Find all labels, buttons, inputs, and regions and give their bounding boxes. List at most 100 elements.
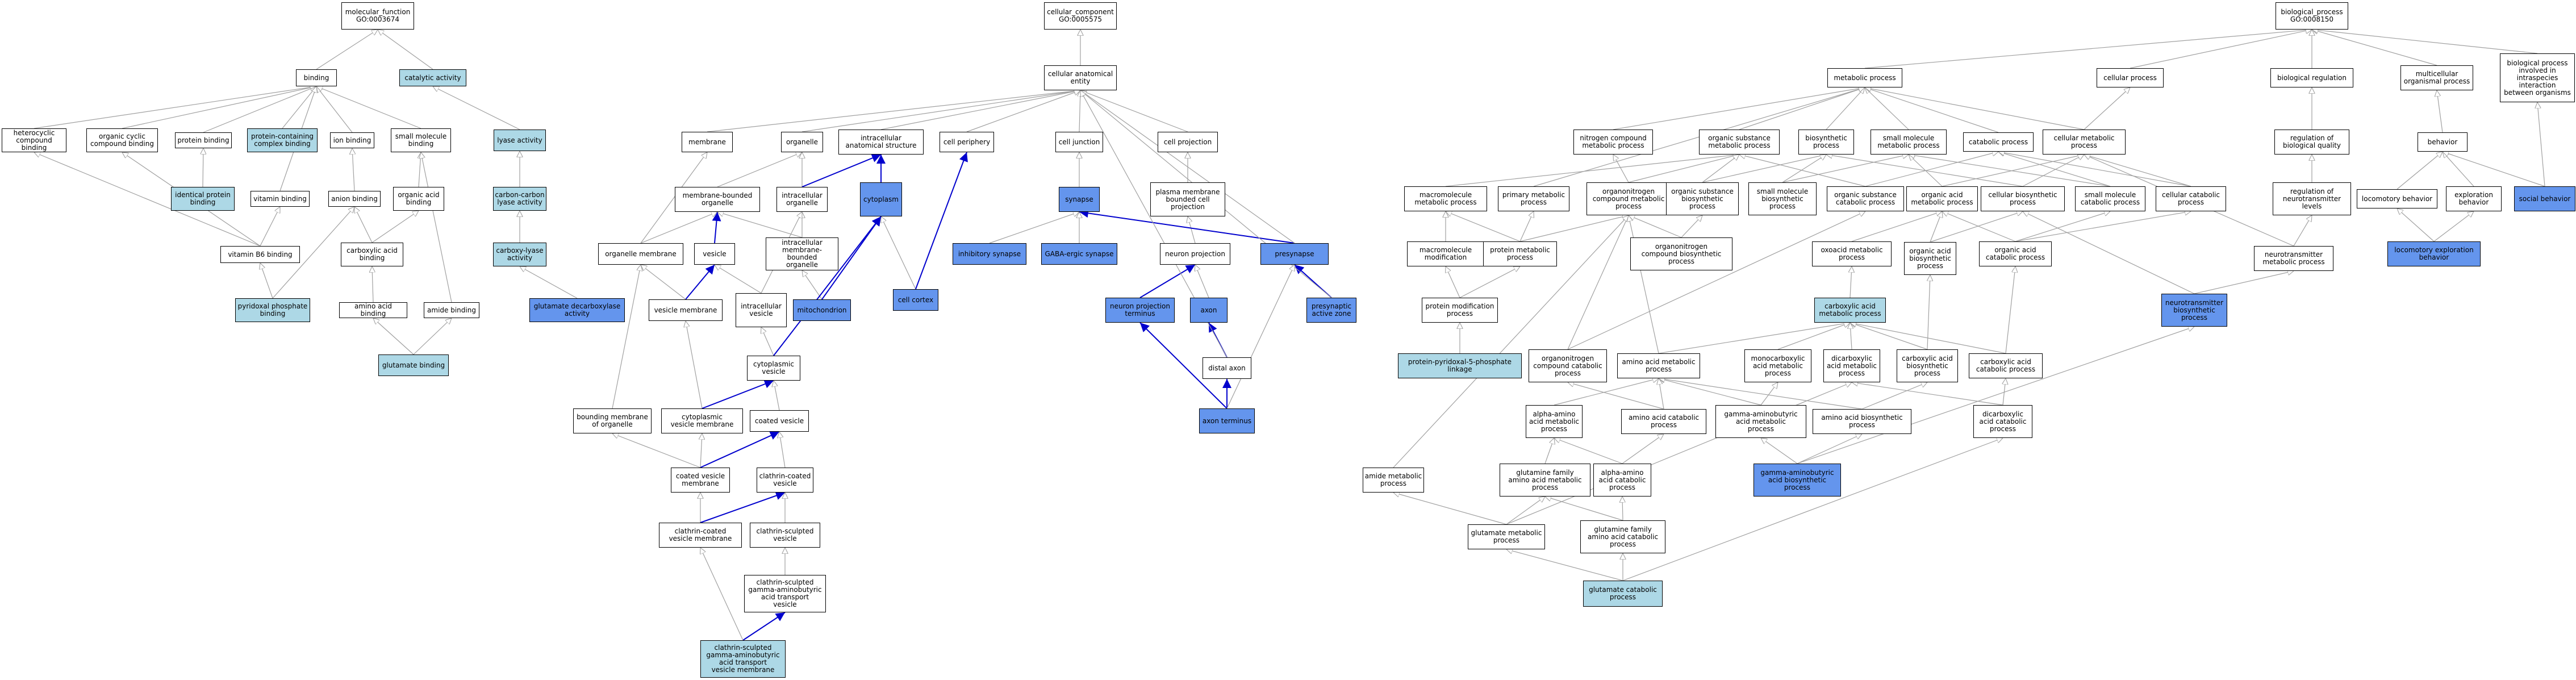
edge-carbacidbio-to-orgacidbio [1927,275,1930,350]
edge-lyase-to-catalytic [433,86,520,130]
edge-aabind-to-carbacidbind [372,266,373,303]
node-presynapse: presynapse [1260,243,1329,265]
edge-smallmolbind-to-binding [316,86,421,129]
edge-axonterm-to-presynapse [1226,265,1295,409]
node-paz: presynaptic active zone [1306,298,1356,323]
node-imbo: intracellular membrane-bounded organelle [766,237,838,270]
node-ppl: protein-pyridoxal-5-phosphate linkage [1398,353,1522,378]
node-primmet: primary metabolic process [1498,186,1569,211]
node-gabasyn: GABA-ergic synapse [1041,243,1117,265]
edge-pyridoxal-to-vitb6 [260,263,273,299]
edge-mbo-to-organelle [717,152,802,187]
edge-protmet-to-primmet [1519,211,1534,242]
node-locomotory: locomotory behavior [2357,189,2437,208]
edge-coatedvesmem-to-bmo [612,433,701,468]
edge-smallmolbio-to-smallmolmet [1782,155,1909,183]
edge-anionbind-to-ionbind [352,148,354,191]
edge-orgacidmet-to-cellmet [1942,155,2084,187]
node-bmo: bounding membrane of organelle [573,408,652,433]
node-cytoves: cytoplasmic vesicle [747,356,800,381]
node-cc: cellular_component GO:0005575 [1044,2,1117,30]
edge-orgsubmet-to-metproc [1739,87,1865,130]
node-orgnbio: organonitrogen compound biosynthetic pro… [1630,237,1732,270]
edge-axon-to-neuronproj [1195,265,1209,298]
edge-dicarb-to-carbacidmet [1850,323,1852,350]
node-neuronproj: neuron projection [1160,243,1230,265]
edge-glutmet-to-glufammet [1506,497,1545,525]
edge-vitb6-to-hetero [34,152,261,247]
node-orgcyc: organic cyclic compound binding [86,128,158,152]
node-orgacidbind: organic acid binding [393,187,444,211]
node-alphaaamet: alpha-amino acid metabolic process [1526,405,1583,438]
edge-mito-to-cytoplasm [821,216,882,300]
edge-orgacidcat-to-cellcat [2015,211,2191,242]
node-pyridoxal: pyridoxal phosphate binding [235,298,310,322]
edge-orgncat-to-orgnmet [1567,215,1629,350]
node-orgsubcat: organic substance catabolic process [1827,186,1904,211]
edge-glutdecarb-to-carboxylyase [520,266,578,299]
node-lyase: lyase activity [494,130,546,151]
node-social: social behavior [2514,186,2575,211]
edge-smallmolmet-to-metproc [1865,87,1909,130]
edge-smallmolbio-to-biosynth [1782,155,1826,183]
edge-protmod-to-macromod [1446,266,1460,298]
node-binding: binding [296,69,337,86]
edge-binding-to-mf [316,30,378,70]
edge-gabamet-to-aamet [1659,378,1761,406]
edge-ias-to-cae [880,90,1080,130]
node-hetero: heterocyclic compound binding [2,128,66,152]
node-intraves: intracellular vesicle [736,293,787,327]
edge-vesmem-to-orgmem [641,265,686,300]
edge-cytoves-to-cytoplasm [773,216,882,356]
edge-social-to-interorg [2537,102,2545,187]
edge-catalytic-to-mf [378,30,433,70]
node-orgmem: organelle membrane [598,243,683,265]
node-carbacidbind: carboxylic acid binding [341,243,403,266]
node-pmbcp: plasma membrane bounded cell projection [1150,182,1225,216]
edge-vesicle-to-mbo [712,211,721,244]
node-protmod: protein modification process [1422,298,1498,323]
edge-orgmem-to-membrane [640,152,707,244]
edge-monocarb-to-carbacidmet [1777,323,1850,350]
edge-cellbio-to-biosynth [1826,155,2023,187]
edge-catabolic-to-metproc [1865,87,1999,133]
edge-coatedvesmem-to-coatedves [700,431,780,468]
edge-alphaaacat-to-alphaaamet [1554,438,1623,464]
node-bioreg: biological regulation [2270,68,2353,87]
edge-orgacidbind-to-smallmolbind [419,152,421,187]
node-regnt: regulation of neurotransmitter levels [2273,182,2351,215]
node-axonterm: axon terminus [1199,408,1255,433]
edge-carbacidmet-to-oxoacid [1850,266,1852,298]
edge-aabio-to-aamet [1659,378,1863,410]
node-membrane: membrane [682,132,733,152]
node-inhibsyn: inhibitory synapse [953,243,1026,265]
edge-social-to-behavior [2443,152,2545,187]
edge-vitb6-to-vitbind [260,207,280,247]
node-aacat: amino acid catabolic process [1621,409,1706,434]
node-cellbio: cellular biosynthetic process [1981,186,2065,211]
node-mbo: membrane-bounded organelle [675,187,760,212]
edge-exploration-to-behavior [2443,152,2474,187]
edge-smallmolcat-to-smallmolmet [1909,155,2111,187]
node-cellmet: cellular metabolic process [2043,130,2126,155]
edge-multicell-to-bp [2312,30,2437,66]
edge-orgacidcat-to-smallmolcat [2015,211,2110,242]
edge-glutbind-to-aabind [373,318,414,355]
edge-cellcortex-to-cellperiph [915,152,968,290]
node-orgacidmet: organic acid metabolic process [1906,186,1978,211]
edge-protmet-to-orgnmet [1519,215,1629,242]
node-aabio: amino acid biosynthetic process [1813,409,1911,434]
node-protcomplex: protein-containing complex binding [247,128,318,152]
edge-orgnmet-to-orgsubmet [1628,155,1739,183]
edge-alphaaamet-to-aamet [1554,378,1659,406]
node-vitbind: vitamin binding [250,191,310,207]
node-cvm: cytoplasmic vesicle membrane [661,408,743,433]
edge-nitrogen-to-metproc [1613,87,1865,130]
edge-orgsubcat-to-orgsubmet [1739,155,1866,187]
node-gabamet: gamma-aminobutyric acid metabolic proces… [1715,405,1806,438]
edge-membrane-to-cae [707,90,1080,132]
node-catabolic: catabolic process [1963,132,2034,152]
node-carbacidbio: carboxylic acid biosynthetic process [1897,349,1958,382]
edge-smallmolcat-to-catabolic [1998,152,2111,187]
